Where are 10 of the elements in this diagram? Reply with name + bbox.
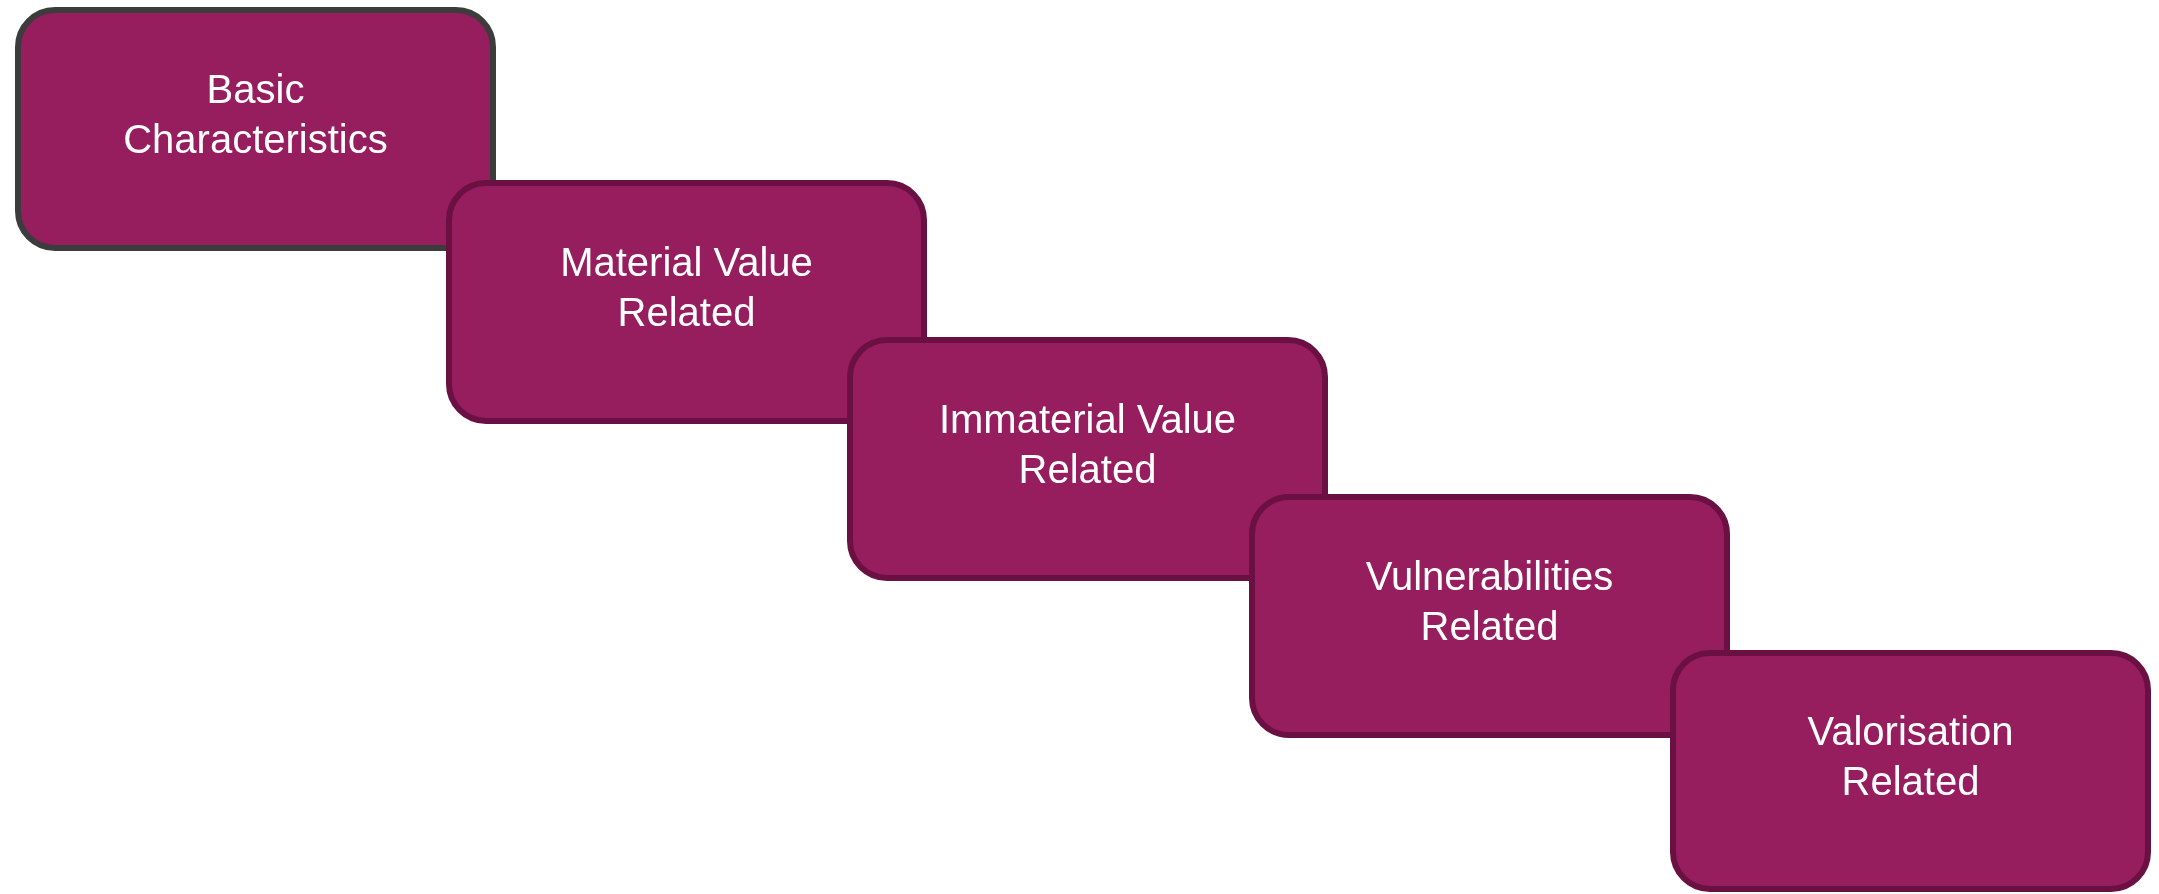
process-box <box>1249 494 1730 738</box>
process-box <box>15 7 496 251</box>
box-label: Basic Characteristics <box>122 66 389 163</box>
process-box <box>446 180 927 424</box>
process-box <box>1670 650 2151 892</box>
box-label: Valorisation Related <box>1806 708 2015 805</box>
process-box <box>847 337 1328 581</box>
box-label: Material Value Related <box>559 239 814 336</box>
box-label: Vulnerabilities Related <box>1364 553 1615 650</box>
box-label: Immaterial Value Related <box>937 396 1238 493</box>
